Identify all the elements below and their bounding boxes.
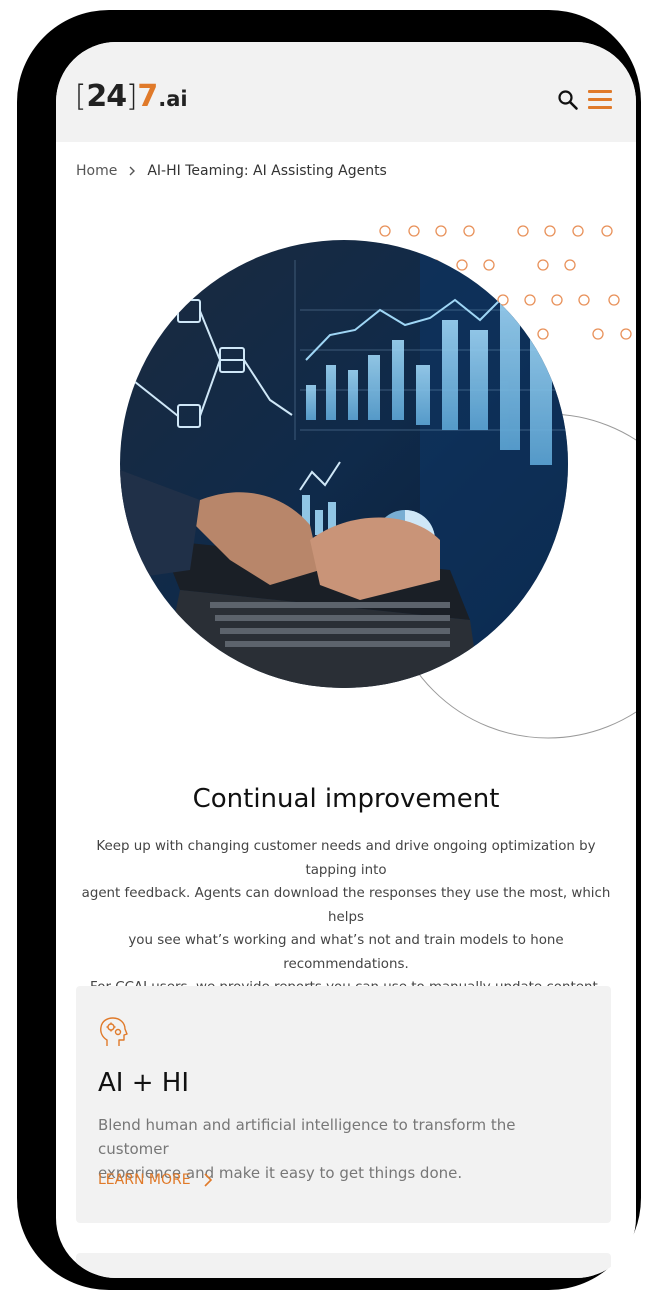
logo-bracket-open: [	[75, 79, 87, 113]
breadcrumb: Home AI-HI Teaming: AI Assisting Agents	[76, 162, 387, 180]
site-header: [ 24 ] 7 .ai	[56, 42, 636, 142]
breadcrumb-home-link[interactable]: Home	[76, 163, 118, 179]
section-body: Keep up with changing customer needs and…	[74, 835, 618, 1000]
head-gears-icon	[100, 1017, 128, 1046]
learn-more-link[interactable]: LEARN MORE	[98, 1172, 213, 1188]
chevron-right-icon	[203, 1173, 212, 1187]
logo-digits: 24	[86, 79, 127, 114]
search-icon	[558, 90, 578, 110]
feature-card: AI + HI Blend human and artificial intel…	[76, 986, 611, 1223]
card-description-line: experience and make it easy to get thing…	[98, 1164, 463, 1182]
hero-photo	[120, 240, 568, 688]
section-body-line: you see what’s working and what’s not an…	[128, 933, 564, 972]
logo-seven: 7	[137, 79, 159, 114]
menu-bar-icon	[588, 90, 612, 93]
next-card	[76, 1253, 611, 1278]
search-button[interactable]	[557, 89, 579, 111]
menu-bar-icon	[588, 106, 612, 109]
menu-button[interactable]	[588, 90, 612, 110]
breadcrumb-current: AI-HI Teaming: AI Assisting Agents	[147, 163, 387, 179]
phone-frame: [ 24 ] 7 .ai Home	[17, 10, 641, 1290]
learn-more-label: LEARN MORE	[98, 1172, 191, 1188]
phone-screen: [ 24 ] 7 .ai Home	[56, 42, 636, 1278]
card-title: AI + HI	[98, 1068, 189, 1098]
section-body-line: agent feedback. Agents can download the …	[81, 886, 611, 925]
menu-bar-icon	[588, 98, 612, 101]
brand-logo[interactable]: [ 24 ] 7 .ai	[75, 82, 188, 118]
laptop-analytics-image	[120, 240, 568, 688]
card-description-line: Blend human and artificial intelligence …	[98, 1116, 516, 1158]
chevron-right-icon	[129, 166, 136, 176]
card-description: Blend human and artificial intelligence …	[98, 1113, 588, 1185]
logo-bracket-close: ]	[126, 79, 138, 113]
section-body-line: Keep up with changing customer needs and…	[96, 839, 596, 878]
logo-suffix: .ai	[158, 87, 188, 111]
hero-visual	[56, 212, 636, 772]
section-title: Continual improvement	[192, 784, 500, 814]
